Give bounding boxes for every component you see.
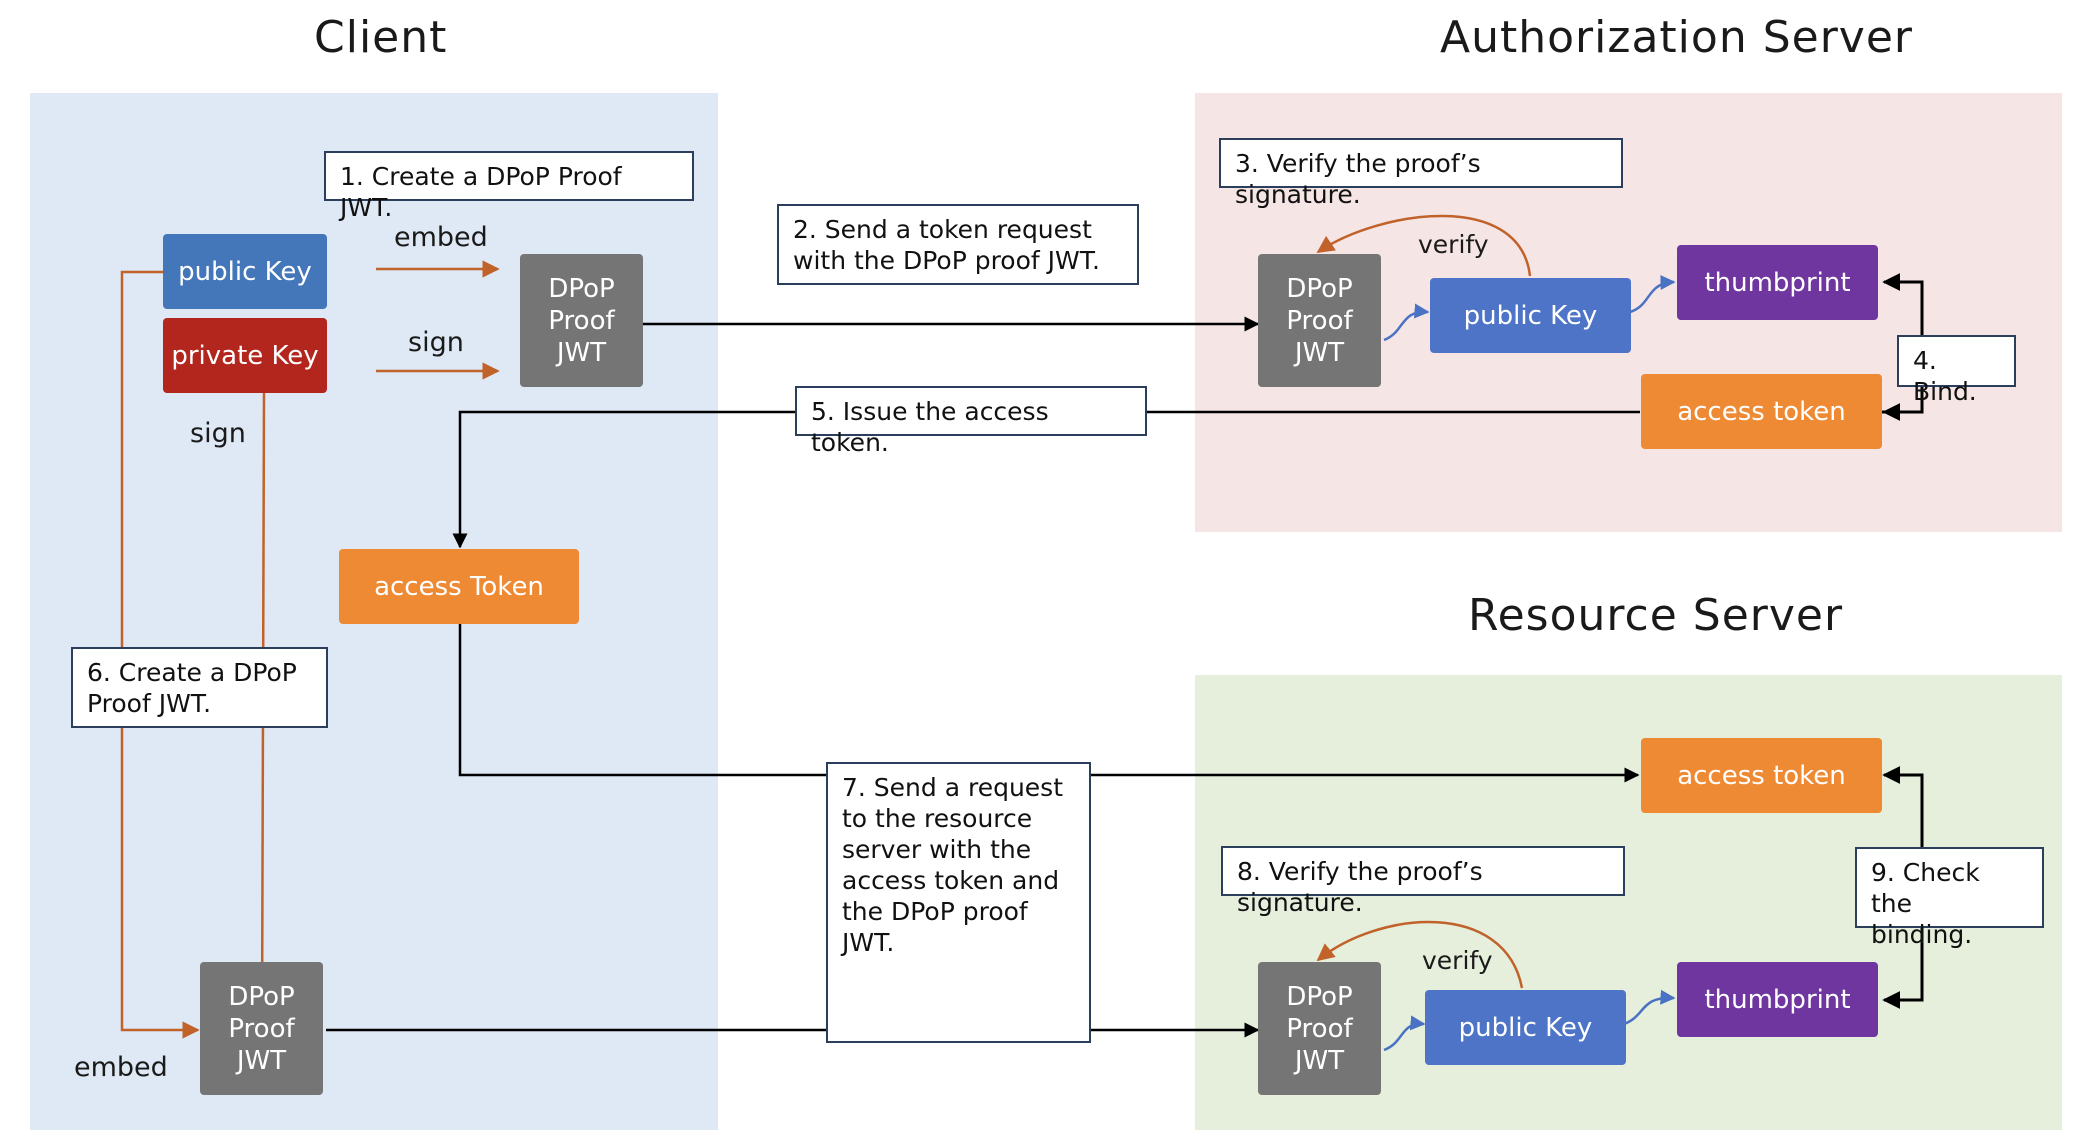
step-5-note: 5. Issue the access token. [795,386,1147,457]
verify-label-auth: verify [1418,230,1489,259]
step-4-note: 4. Bind. [1897,335,2016,406]
client-private-key: private Key [163,318,327,393]
embed-label-bottom: embed [74,1052,168,1083]
blue-arrow-res-1 [1383,1015,1426,1052]
step-1-note: 1. Create a DPoP Proof JWT. [324,151,694,222]
client-dpop-jwt-1: DPoP Proof JWT [520,254,643,387]
sign-label-left: sign [190,418,246,449]
resource-dpop-jwt: DPoP Proof JWT [1258,962,1381,1095]
step-7-note: 7. Send a request to the resource server… [826,762,1091,1043]
client-title: Client [314,12,448,63]
client-dpop-jwt-2: DPoP Proof JWT [200,962,323,1095]
step-9-note: 9. Check the binding. [1855,847,2044,949]
blue-arrow-auth-2 [1629,274,1676,314]
auth-dpop-jwt: DPoP Proof JWT [1258,254,1381,387]
embed-label-top: embed [394,222,488,253]
sign-label-top: sign [408,327,464,358]
auth-thumbprint: thumbprint [1677,245,1878,320]
blue-arrow-auth-1 [1383,303,1430,342]
client-access-token: access Token [339,549,579,624]
blue-arrow-res-2 [1623,989,1676,1026]
step-3-note: 3. Verify the proof’s signature. [1219,138,1623,209]
auth-access-token: access token [1641,374,1882,449]
resource-request-arrow-token [458,623,1640,783]
verify-arc-resource [1316,920,1524,989]
step-2-note: 2. Send a token request with the DPoP pr… [777,204,1139,285]
resource-server-title: Resource Server [1468,590,1844,641]
resource-access-token: access token [1641,738,1882,813]
client-public-key: public Key [163,234,327,309]
auth-public-key: public Key [1430,278,1631,353]
resource-public-key: public Key [1425,990,1626,1065]
issue-token-arrow [452,410,1640,549]
resource-thumbprint: thumbprint [1677,962,1878,1037]
verify-arc-auth [1316,214,1532,277]
auth-server-title: Authorization Server [1440,12,1913,63]
verify-label-resource: verify [1422,946,1493,975]
step-6-note: 6. Create a DPoP Proof JWT. [71,647,328,728]
step-8-note: 8. Verify the proof’s signature. [1221,846,1625,917]
